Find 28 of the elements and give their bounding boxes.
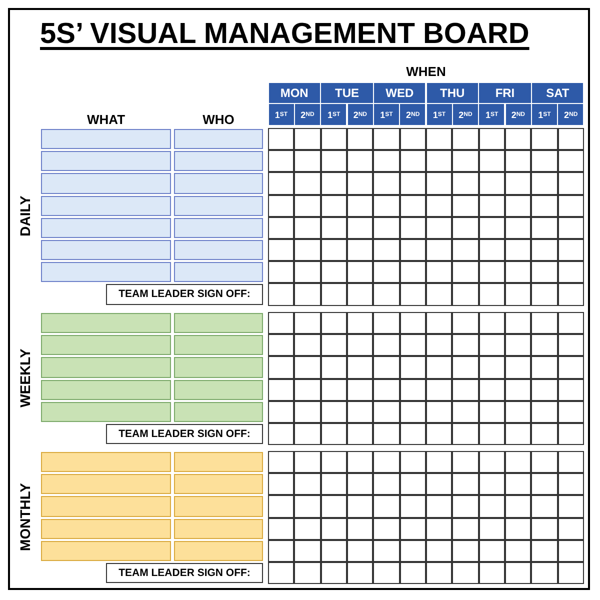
shift-header: 1$^{ST}$ (374, 104, 400, 125)
board-title: 5S’ VISUAL MANAGEMENT BOARD (40, 18, 530, 51)
shift-header: 1$^{ST}$ (321, 104, 346, 125)
day-header: WED (374, 83, 426, 103)
shift-header: 1$^{ST}$ (532, 104, 558, 125)
column-heading: WHEN (405, 64, 447, 79)
shift-header: 2$^{ND}$ (558, 104, 584, 125)
sign-off-label: TEAM LEADER SIGN OFF: (106, 424, 263, 444)
shift-header: 2$^{ND}$ (348, 104, 373, 125)
shift-header: 2$^{ND}$ (452, 104, 478, 125)
shift-header: 1$^{ST}$ (426, 104, 452, 125)
shift-header: 2$^{ND}$ (400, 104, 426, 125)
day-header: TUE (321, 83, 373, 103)
day-header: THU (426, 83, 478, 103)
shift-header: 1$^{ST}$ (479, 104, 504, 125)
day-header: SAT (532, 83, 584, 103)
shift-header: 2$^{ND}$ (294, 104, 320, 125)
section-label: DAILY (17, 194, 33, 238)
day-header: FRI (479, 83, 531, 103)
day-header: MON (268, 83, 320, 103)
sign-off-label: TEAM LEADER SIGN OFF: (106, 563, 263, 584)
section-label: MONTHLY (17, 482, 33, 553)
sign-off-label: TEAM LEADER SIGN OFF: (106, 284, 263, 305)
column-heading: WHO (202, 112, 236, 127)
shift-header: 2$^{ND}$ (506, 104, 531, 125)
column-heading: WHAT (86, 112, 126, 127)
section-label: WEEKLY (17, 347, 33, 410)
shift-header: 1$^{ST}$ (268, 104, 294, 125)
